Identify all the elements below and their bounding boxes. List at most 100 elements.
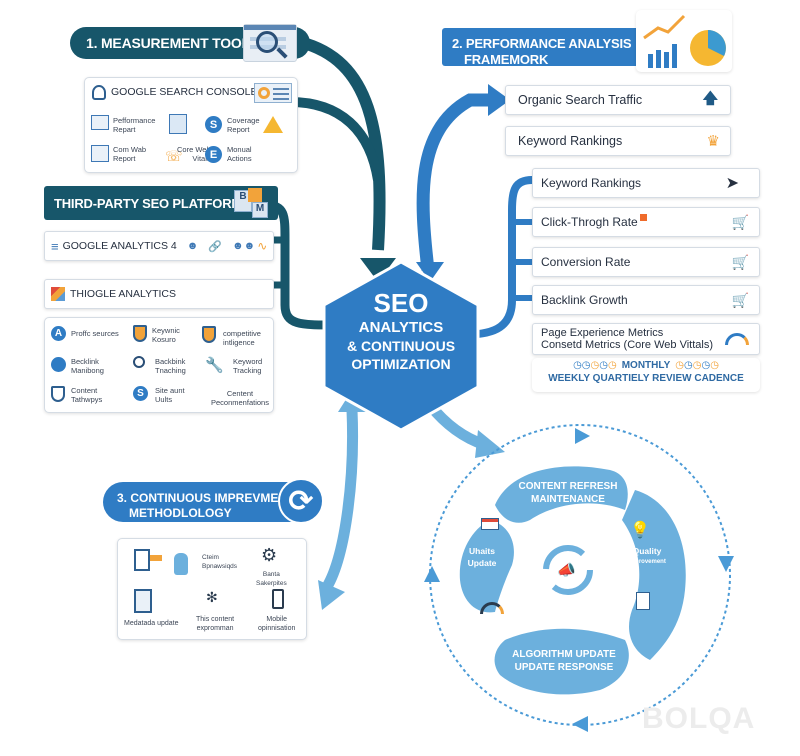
arrow-improvement-to-center (320, 409, 358, 594)
badge-icon (639, 213, 647, 221)
metric-label: Keyword Rankings (518, 134, 623, 148)
center-hexagon (322, 260, 480, 432)
metric-label: Click-Throgh Rate (541, 215, 638, 229)
google-analytics-4-row[interactable]: ≡ GOOGLE ANALYTICS 4 ☻ 🔗 ☻☻ ∿ (44, 231, 274, 261)
clock-icons-left: ◷◷◷◷◷ (573, 360, 617, 371)
metric-label: Keyword Rankings (541, 176, 642, 190)
metric-organic-search-traffic[interactable]: Organic Search Traffic 🡅 (505, 85, 731, 115)
menu-icon: ≡ (51, 238, 59, 254)
cycle-ring-top (495, 466, 628, 523)
cycle-ring-bottom (494, 628, 629, 695)
cart-icon: 🛒 (731, 253, 749, 270)
gsc-title: GOOGLE SEARCH CONSOLE (111, 86, 258, 98)
clipboard-icon (134, 589, 152, 613)
thiogle-logo-icon (51, 287, 65, 301)
metric-backlink-growth[interactable]: Backlink Growth 🛒 (532, 285, 760, 315)
gear-icon: ⚙ (261, 545, 278, 565)
metric-label: Backlink Growth (541, 293, 628, 307)
metric-label: Organic Search Traffic (518, 93, 643, 107)
review-cadence: ◷◷◷◷◷ MONTHLY ◷◷◷◷◷ WEEKLY QUARTIELY REV… (532, 358, 760, 392)
a-circle-icon: A (51, 326, 66, 341)
platform-apps-icon: B M (234, 188, 268, 218)
performance-title-line2: FRAMEMORK (464, 52, 549, 67)
metric-click-through-rate[interactable]: Click-Throgh Rate 🛒 (532, 207, 760, 237)
notepad-icon (636, 592, 650, 610)
magnifier-icon (133, 356, 145, 368)
wrench-icon: 🔧 (205, 357, 224, 374)
speedometer-icon (480, 602, 504, 614)
cadence-line2: WEEKLY QUARTIELY REVIEW CADENCE (548, 373, 744, 384)
shield-icon (133, 325, 147, 342)
news-update-icon (481, 518, 499, 530)
trend-line-icon: ∿ (257, 239, 268, 253)
metric-keyword-rankings[interactable]: Keyword Rankings ➤ (532, 168, 760, 198)
third-party-title: THIRD-PARTY SEO PLATFORMS (54, 195, 251, 211)
link-icon: 🔗 (208, 240, 223, 253)
performance-report-icon (91, 115, 109, 130)
cursor-click-icon: ➤ (725, 175, 739, 192)
cycle-units-update: Uhaits Update (467, 546, 497, 568)
cart-icon: 🛒 (731, 213, 749, 230)
metric-page-experience[interactable]: Page Experience Metrics Consetd Metrics … (532, 323, 760, 355)
users-icon: ☻ (186, 240, 199, 252)
center-title-line4: OPTIMIZATION (351, 356, 451, 372)
manual-actions-icon: E (205, 146, 222, 163)
improvement-title-line2: METHODLOLOGY (129, 506, 232, 520)
analytics-charts-icon (636, 10, 732, 72)
refresh-icon: ⟳ (278, 478, 324, 524)
refresh-ring (543, 545, 593, 595)
cadence-monthly: MONTHLY (621, 360, 671, 371)
bracket-metrics (459, 176, 533, 339)
chart-icon (169, 114, 187, 134)
cycle-algorithm-update: ALGORITHM UPDATE UPDATE RESPONSE (512, 649, 616, 673)
group-icon: ☻☻ (232, 240, 256, 252)
metric-label: Conversion Rate (541, 255, 631, 269)
dashboard-icon (254, 83, 292, 103)
center-title-line2: ANALYTICS (358, 319, 444, 336)
shield-check-icon (51, 386, 65, 402)
measurement-tools-title: 1. MEASUREMENT TOOLS (86, 35, 260, 51)
metric-conversion-rate[interactable]: Conversion Rate 🛒 (532, 247, 760, 277)
thiogle-label: THIOGLE ANALYTICS (70, 288, 176, 300)
document-arrow-icon (134, 549, 150, 571)
gauge-icon (725, 333, 749, 345)
thiogle-analytics-row[interactable]: THIOGLE ANALYTICS (44, 279, 274, 309)
search-window-icon (243, 24, 297, 62)
arrow-up-icon: 🡅 (702, 89, 718, 107)
action-metadata-update: Medatada update (124, 620, 179, 627)
watermark-logo: BOLQA (642, 702, 756, 735)
mobile-icon (272, 589, 284, 609)
clock-icons-right: ◷◷◷◷◷ (675, 360, 719, 371)
performance-analysis-header: 2. PERFORMANCE ANALYSIS FRAMEMORK (442, 28, 642, 67)
cycle-ring-right (622, 490, 686, 660)
arrowhead-down-icon (360, 258, 396, 282)
bracket-third-party (264, 200, 336, 330)
tag-icon (174, 553, 188, 575)
arrowhead-right-icon (488, 84, 510, 116)
coverage-report-icon: S (205, 116, 222, 133)
performance-title-line1: 2. PERFORMANCE ANALYSIS (452, 36, 632, 51)
metric-keyword-rankings-top[interactable]: Keyword Rankings ♛ (505, 126, 731, 156)
s-circle-icon: S (133, 386, 148, 401)
arrow-measurement-to-center (298, 36, 386, 251)
cycle-content-refresh: CONTENT REFRESH MAINTENANCE (518, 481, 618, 505)
arrow-right-icon (150, 555, 162, 561)
ga4-label: GOOGLE ANALYTICS 4 (62, 240, 177, 252)
shield-icon (202, 326, 216, 343)
feature-traffic-sources: Proffc seurces (71, 329, 119, 338)
